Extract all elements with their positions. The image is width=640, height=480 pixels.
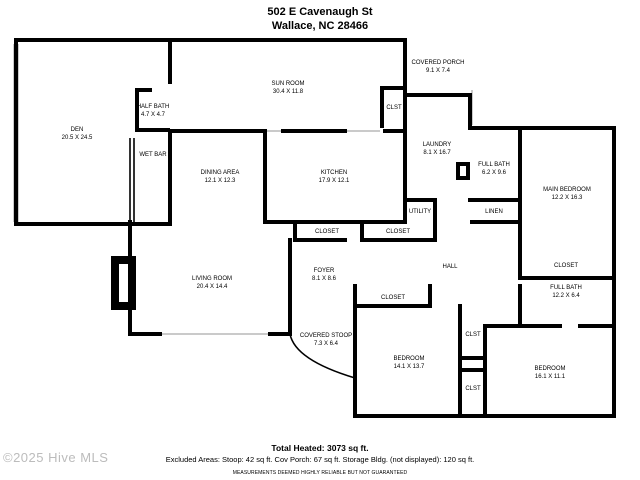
bedroom-2-dims: 16.1 X 11.1 <box>535 374 566 380</box>
main-bedroom-label: MAIN BEDROOM <box>543 187 591 193</box>
closet-main-label: CLOSET <box>554 263 578 269</box>
laundry-dims: 8.1 X 16.7 <box>423 150 451 156</box>
foyer-label: FOYER <box>314 268 335 274</box>
closet-1-label: CLOSET <box>315 229 339 235</box>
wet-bar-label: WET BAR <box>139 152 167 158</box>
covered-stoop-dims: 7.3 X 6.4 <box>314 341 339 347</box>
bedroom-2-label: BEDROOM <box>534 366 565 372</box>
covered-stoop-label: COVERED STOOP <box>300 333 352 339</box>
address-line-1: 502 E Cavenaugh St <box>267 6 373 18</box>
floor-plan: DEN 20.5 X 24.5 HALF BATH 4.7 X 4.7 WET … <box>13 38 616 418</box>
kitchen-label: KITCHEN <box>321 170 347 176</box>
kitchen-dims: 17.9 X 12.1 <box>319 178 350 184</box>
closet-2-label: CLOSET <box>386 229 410 235</box>
disclaimer: MEASUREMENTS DEEMED HIGHLY RELIABLE BUT … <box>232 470 408 476</box>
den-label: DEN <box>71 127 84 133</box>
main-bedroom-dims: 12.2 X 16.3 <box>552 195 583 201</box>
laundry-label: LAUNDRY <box>423 142 452 148</box>
half-bath-label: HALF BATH <box>137 104 170 110</box>
total-heated: Total Heated: 3073 sq ft. <box>271 443 369 453</box>
closet-3-label: CLOSET <box>381 295 405 301</box>
room-labels: DEN 20.5 X 24.5 HALF BATH 4.7 X 4.7 WET … <box>62 60 591 392</box>
clst-a-label: CLST <box>465 332 481 338</box>
excluded-areas: Excluded Areas: Stoop: 42 sq ft. Cov Por… <box>165 455 475 464</box>
full-bath-1-dims: 6.2 X 9.6 <box>482 170 507 176</box>
utility-label: UTILITY <box>409 209 431 215</box>
dining-area-label: DINING AREA <box>201 170 240 176</box>
full-bath-1-label: FULL BATH <box>478 162 510 168</box>
sun-room-dims: 30.4 X 11.8 <box>273 89 304 95</box>
living-room-label: LIVING ROOM <box>192 276 232 282</box>
clst-b-label: CLST <box>465 386 481 392</box>
details <box>129 138 356 379</box>
bedroom-1-dims: 14.1 X 13.7 <box>394 364 425 370</box>
living-room-dims: 20.4 X 14.4 <box>197 284 228 290</box>
windows <box>13 39 615 417</box>
watermark: ©2025 Hive MLS <box>3 450 109 465</box>
bedroom-1-label: BEDROOM <box>393 356 424 362</box>
den-dims: 20.5 X 24.5 <box>62 135 93 141</box>
covered-porch-dims: 9.1 X 7.4 <box>426 68 451 74</box>
dining-area-dims: 12.1 X 12.3 <box>205 178 236 184</box>
foyer-dims: 8.1 X 8.6 <box>312 276 337 282</box>
covered-porch-label: COVERED PORCH <box>411 60 464 66</box>
address-line-2: Wallace, NC 28466 <box>271 20 369 32</box>
half-bath-dims: 4.7 X 4.7 <box>141 112 166 118</box>
hall-label: HALL <box>442 264 458 270</box>
sun-room-label: SUN ROOM <box>272 81 305 87</box>
clst-sun-label: CLST <box>386 105 402 111</box>
linen-label: LINEN <box>485 209 503 215</box>
full-bath-2-label: FULL BATH <box>550 285 582 291</box>
full-bath-2-dims: 12.2 X 6.4 <box>552 293 580 299</box>
walls <box>14 38 616 418</box>
